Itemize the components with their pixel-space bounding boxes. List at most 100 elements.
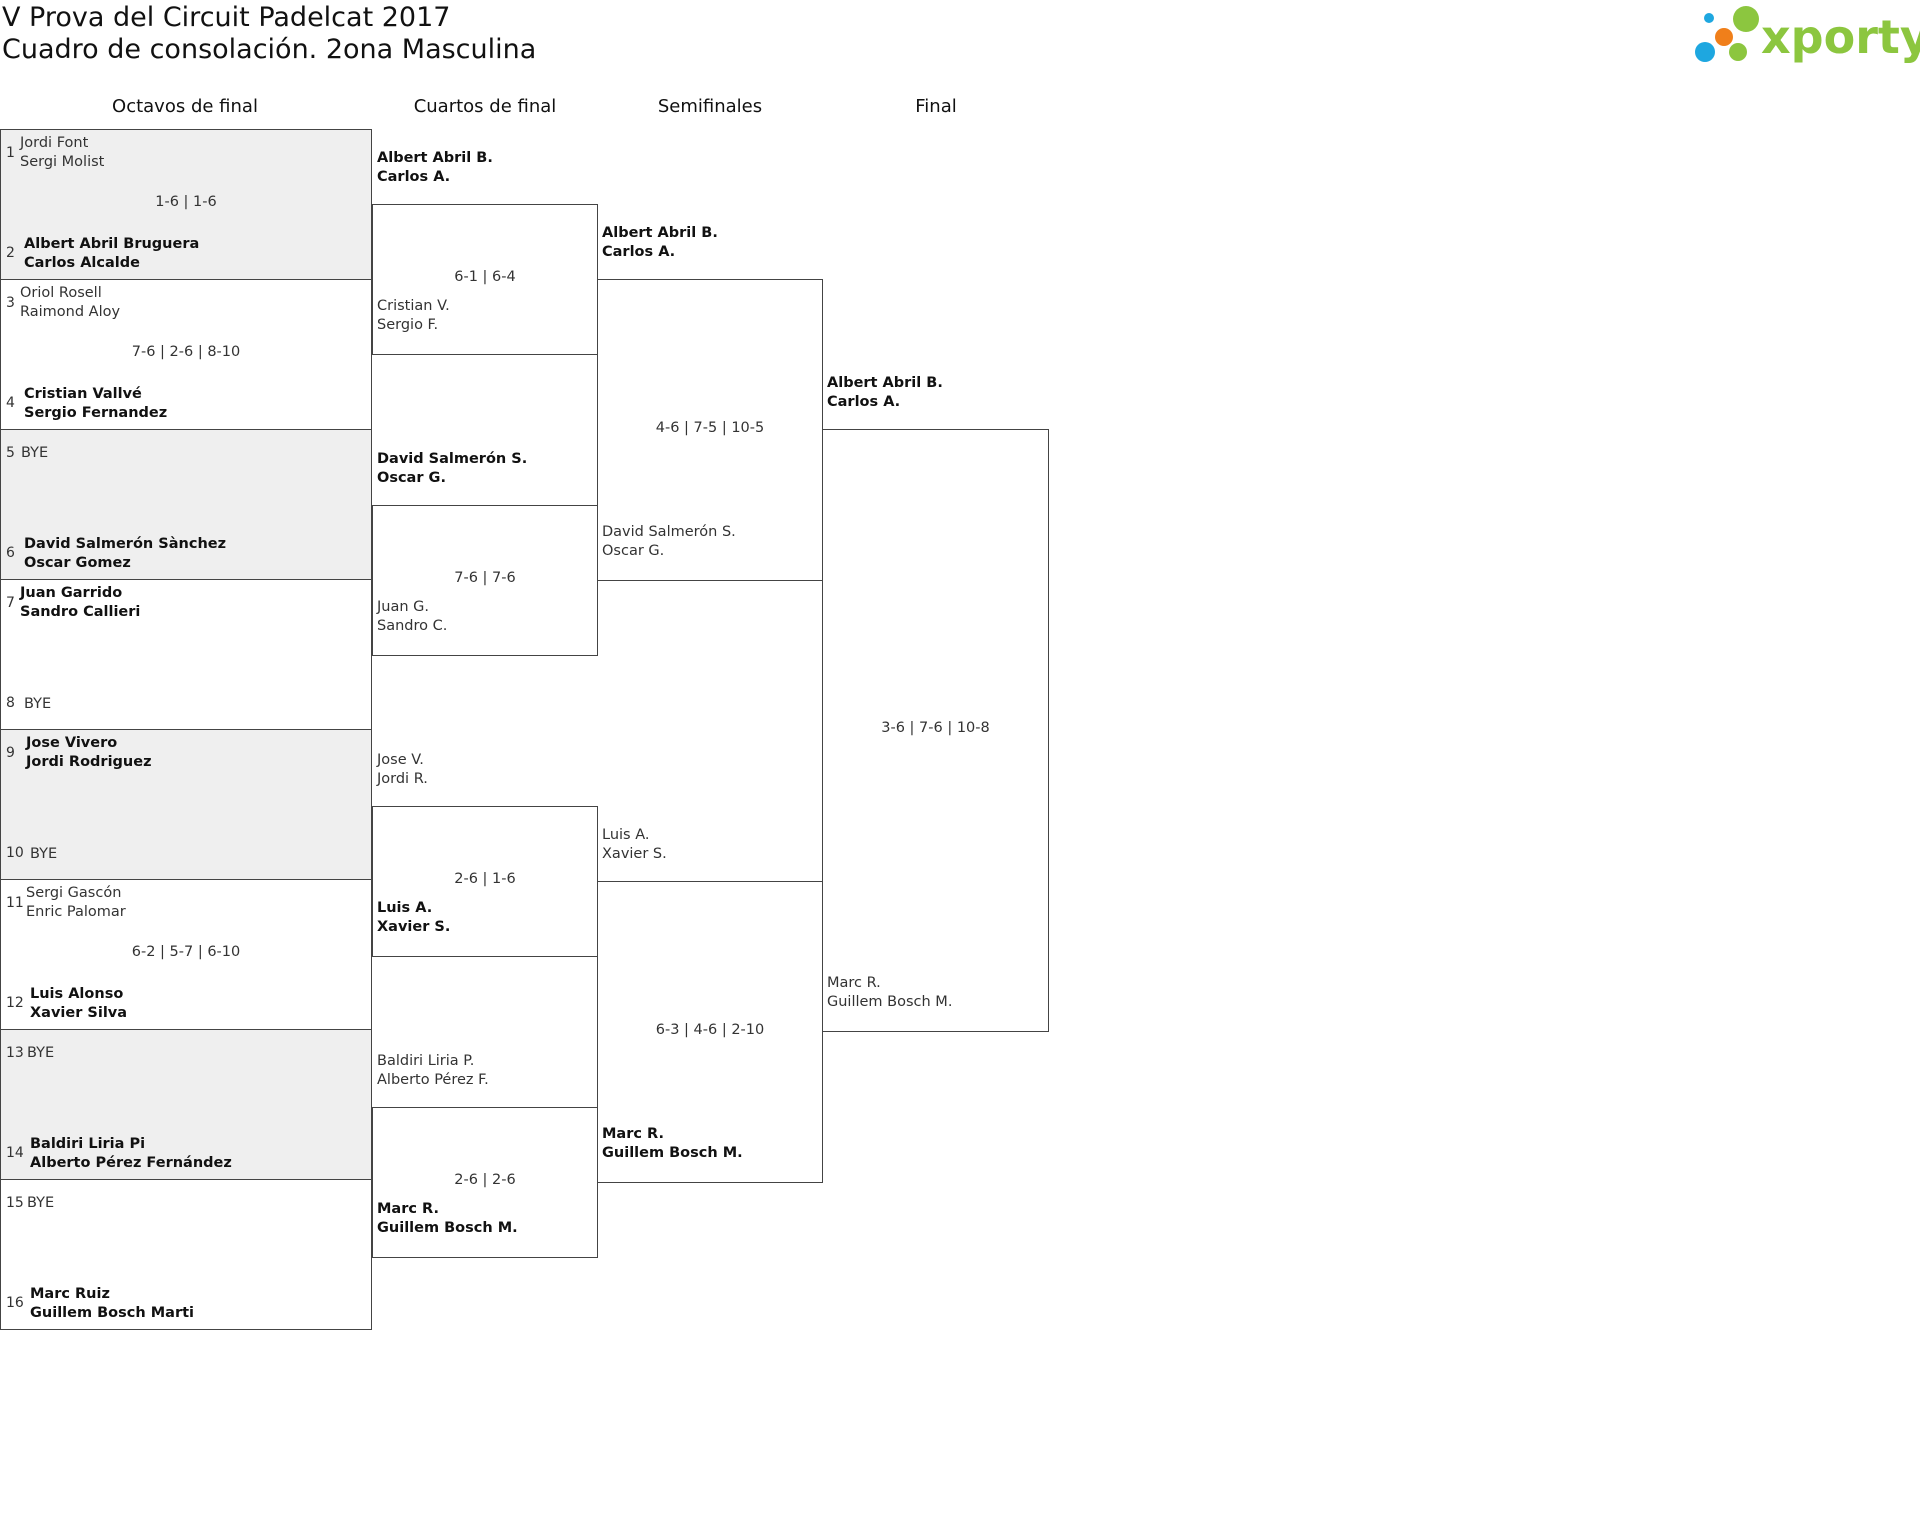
- match-semis-1: [597, 279, 823, 581]
- match-octavos-2: [0, 279, 372, 430]
- player-name: Marc R.: [377, 1201, 439, 1217]
- team-top[interactable]: Baldiri Liria P. Alberto Pérez F.: [377, 1052, 489, 1090]
- team-bottom[interactable]: David Salmerón S.Oscar G.: [602, 523, 736, 561]
- player-name: Sandro C.: [377, 618, 448, 634]
- team-bye[interactable]: BYE: [24, 695, 51, 714]
- seed-number: 7: [6, 595, 15, 611]
- seed-number: 16: [6, 1295, 24, 1311]
- player-name: Baldiri Liria P.: [377, 1053, 475, 1069]
- player-name: Alberto Pérez F.: [377, 1072, 489, 1088]
- match-score: 7-6 | 7-6: [454, 570, 516, 586]
- player-name: Juan Garrido: [20, 585, 123, 601]
- team-top[interactable]: Albert Abril B. Carlos A.: [602, 224, 718, 262]
- draw-subtitle: Cuadro de consolación. 2ona Masculina: [2, 34, 537, 65]
- player-name: Carlos A.: [602, 244, 676, 260]
- player-name: Marc Ruiz: [30, 1286, 110, 1302]
- player-name: Guillem Bosch M.: [377, 1220, 518, 1236]
- match-score: 2-6 | 2-6: [454, 1172, 516, 1188]
- player-name: Albert Abril B.: [602, 225, 718, 241]
- player-name: Oscar G.: [602, 543, 665, 559]
- match-octavos-7: [0, 1029, 372, 1180]
- team-bye[interactable]: BYE: [30, 845, 57, 864]
- team-top[interactable]: Jose V.Jordi R.: [377, 751, 428, 789]
- player-name: Jordi Font: [20, 135, 89, 151]
- match-score: 7-6 | 2-6 | 8-10: [131, 344, 241, 360]
- team-bottom[interactable]: Baldiri Liria Pi Alberto Pérez Fernández: [30, 1135, 232, 1173]
- team-bottom[interactable]: Marc R. Guillem Bosch M.: [827, 974, 952, 1012]
- match-octavos-1: [0, 129, 372, 280]
- player-name: Luis A.: [377, 900, 433, 916]
- logo-dot-orange: [1715, 28, 1733, 46]
- team-bottom[interactable]: Juan G. Sandro C.: [377, 598, 447, 636]
- match-score: 4-6 | 7-5 | 10-5: [655, 420, 765, 436]
- match-octavos-8: [0, 1179, 372, 1330]
- seed-number: 6: [6, 545, 15, 561]
- player-name: BYE: [27, 1195, 55, 1211]
- player-name: Baldiri Liria Pi: [30, 1136, 146, 1152]
- player-name: Marc R.: [827, 975, 881, 991]
- player-name: Sandro Callieri: [20, 604, 141, 620]
- player-name: Alberto Pérez Fernández: [30, 1155, 232, 1171]
- player-name: David Salmerón S.: [377, 451, 528, 467]
- match-final-1: [822, 429, 1049, 1032]
- player-name: Sergi Gascón: [26, 885, 122, 901]
- player-name: Sergio Fernandez: [24, 405, 168, 421]
- seed-number: 11: [6, 895, 24, 911]
- team-bye[interactable]: BYE: [27, 1194, 54, 1213]
- player-name: Jose Vivero: [26, 735, 118, 751]
- match-score: 6-2 | 5-7 | 6-10: [131, 944, 241, 960]
- match-octavos-4: [0, 579, 372, 730]
- logo-dot-blue-small: [1704, 13, 1714, 23]
- player-name: Sergi Molist: [20, 154, 105, 170]
- player-name: Jordi Rodriguez: [26, 754, 152, 770]
- player-name: Carlos Alcalde: [24, 255, 140, 271]
- player-name: BYE: [27, 1045, 55, 1061]
- seed-number: 4: [6, 395, 15, 411]
- team-bottom[interactable]: Cristian V. Sergio F.: [377, 297, 450, 335]
- match-score: 2-6 | 1-6: [454, 871, 516, 887]
- player-name: Oscar G.: [377, 470, 446, 486]
- player-name: Guillem Bosch M.: [827, 994, 953, 1010]
- seed-number: 9: [6, 745, 15, 761]
- player-name: Albert Abril B.: [377, 150, 493, 166]
- match-score: 6-1 | 6-4: [454, 269, 516, 285]
- team-top[interactable]: Luis A.Xavier S.: [602, 826, 667, 864]
- team-bottom[interactable]: Marc R. Guillem Bosch M.: [377, 1200, 518, 1238]
- tournament-title: V Prova del Circuit Padelcat 2017: [2, 2, 451, 33]
- team-top[interactable]: Albert Abril B.Carlos A.: [827, 374, 943, 412]
- team-top[interactable]: David Salmerón S. Oscar G.: [377, 450, 527, 488]
- team-bottom[interactable]: Marc R.Guillem Bosch M.: [602, 1125, 743, 1163]
- player-name: Guillem Bosch M.: [602, 1145, 743, 1161]
- player-name: Oriol Rosell: [20, 285, 102, 301]
- seed-number: 15: [6, 1195, 24, 1211]
- player-name: Jordi R.: [377, 771, 428, 787]
- player-name: Juan G.: [377, 599, 429, 615]
- player-name: Xavier S.: [602, 846, 667, 862]
- player-name: Sergio F.: [377, 317, 439, 333]
- match-cuartos-2: [372, 505, 598, 656]
- team-bye[interactable]: BYE: [27, 1044, 54, 1063]
- player-name: BYE: [24, 696, 52, 712]
- player-name: Albert Abril Bruguera: [24, 236, 200, 252]
- player-name: Cristian V.: [377, 298, 450, 314]
- xporty-logo: xporty: [1695, 6, 1920, 64]
- team-bye[interactable]: BYE: [21, 444, 48, 463]
- team-top[interactable]: Albert Abril B.Carlos A.: [377, 149, 493, 187]
- match-score: 1-6 | 1-6: [155, 194, 217, 210]
- player-name: BYE: [21, 445, 49, 461]
- seed-number: 2: [6, 245, 15, 261]
- player-name: Xavier Silva: [30, 1005, 128, 1021]
- logo-dot-green-large: [1733, 6, 1759, 32]
- team-bottom[interactable]: Luis A.Xavier S.: [377, 899, 450, 937]
